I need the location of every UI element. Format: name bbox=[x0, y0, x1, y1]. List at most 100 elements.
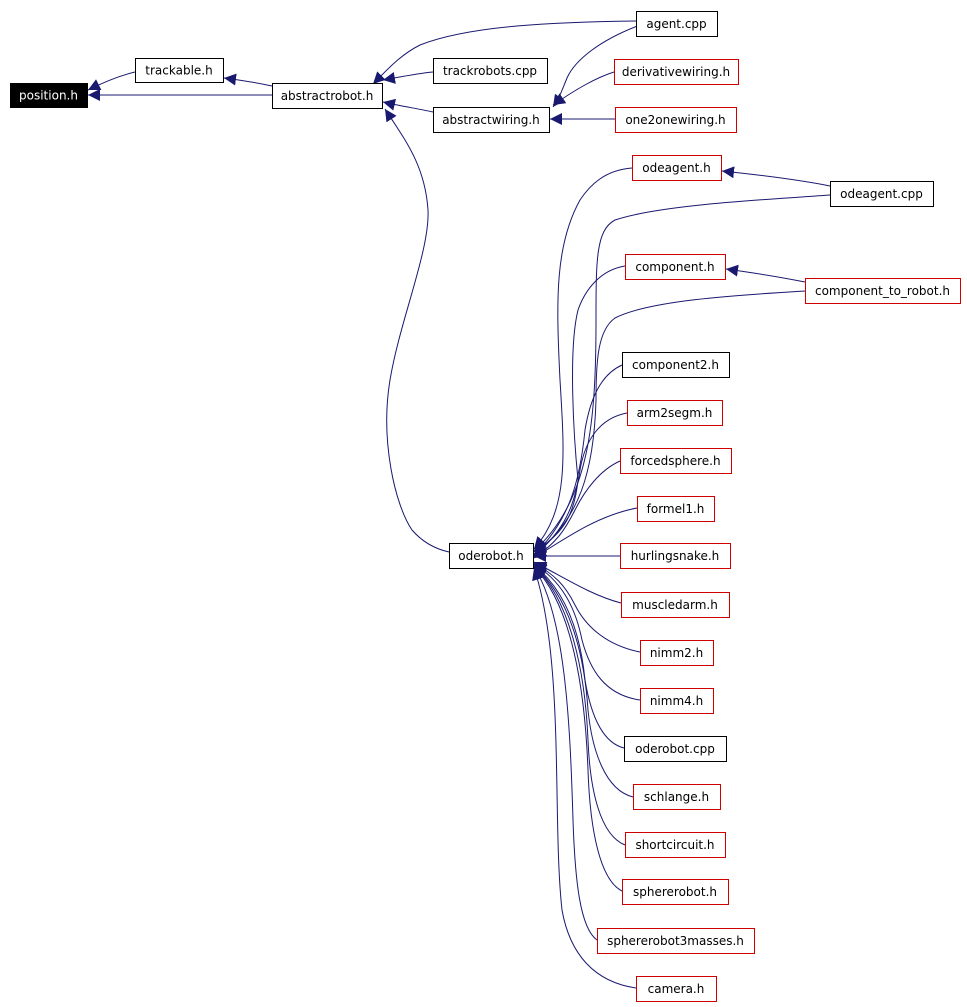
node-hurlingsnake_h[interactable]: hurlingsnake.h bbox=[620, 543, 731, 569]
node-box bbox=[10, 83, 88, 108]
node-shortcircuit_h[interactable]: shortcircuit.h bbox=[625, 832, 726, 858]
node-label: shortcircuit.h bbox=[635, 838, 714, 852]
edge-layer bbox=[87, 20, 831, 989]
edge-spherererobot_h-to-oderobot_h bbox=[533, 566, 623, 892]
edge-nimm2_h-to-oderobot_h bbox=[533, 562, 641, 653]
node-box bbox=[620, 448, 732, 474]
node-position_h[interactable]: position.h bbox=[10, 83, 88, 108]
node-nimm2_h[interactable]: nimm2.h bbox=[640, 640, 714, 666]
node-label: agent.cpp bbox=[646, 17, 706, 31]
node-box bbox=[621, 592, 730, 618]
node-box bbox=[622, 879, 729, 905]
node-box bbox=[614, 59, 739, 85]
node-label: muscledarm.h bbox=[632, 598, 718, 612]
node-trackable_h[interactable]: trackable.h bbox=[135, 58, 224, 83]
node-box bbox=[272, 83, 383, 109]
edge-derivativewiring_h-to-abstractwiring_h bbox=[552, 71, 615, 106]
node-label: derivativewiring.h bbox=[622, 65, 730, 79]
node-box bbox=[640, 688, 714, 714]
node-box bbox=[597, 928, 755, 954]
node-label: trackable.h bbox=[145, 64, 212, 78]
node-label: nimm2.h bbox=[650, 646, 703, 660]
node-forcedsphere_h[interactable]: forcedsphere.h bbox=[620, 448, 732, 474]
node-label: abstractrobot.h bbox=[281, 89, 374, 103]
node-odeagent_h[interactable]: odeagent.h bbox=[632, 155, 722, 181]
node-oderobot_h[interactable]: oderobot.h bbox=[449, 543, 534, 569]
node-muscledarm_h[interactable]: muscledarm.h bbox=[621, 592, 730, 618]
node-layer: position.h trackable.h abstractrobot.h agen… bbox=[10, 11, 961, 1002]
node-label: abstractwiring.h bbox=[442, 113, 540, 127]
node-abstractrobot_h[interactable]: abstractrobot.h bbox=[272, 83, 383, 109]
node-label: sphererobot.h bbox=[633, 885, 717, 899]
node-box bbox=[633, 784, 721, 810]
node-derivativewiring_h[interactable]: derivativewiring.h bbox=[614, 59, 739, 85]
node-box bbox=[622, 352, 730, 378]
node-label: oderobot.cpp bbox=[635, 742, 715, 756]
node-box bbox=[449, 543, 534, 569]
edge-oderobot_cpp-to-oderobot_h bbox=[533, 564, 625, 749]
edge-odeagent_h-to-oderobot_h bbox=[533, 167, 633, 550]
node-box bbox=[830, 181, 934, 207]
node-label: odeagent.cpp bbox=[840, 187, 923, 201]
node-sphererobot3masses_h[interactable]: sphererobot3masses.h bbox=[597, 928, 755, 954]
node-agent_cpp[interactable]: agent.cpp bbox=[636, 11, 718, 37]
edge-component2_h-to-oderobot_h bbox=[533, 364, 623, 556]
node-trackrobots_cpp[interactable]: trackrobots.cpp bbox=[433, 58, 548, 84]
node-odeagent_cpp[interactable]: odeagent.cpp bbox=[830, 181, 934, 207]
edge-abstractrobot_h-to-trackable_h bbox=[223, 73, 273, 87]
node-label: nimm4.h bbox=[650, 694, 703, 708]
node-label: arm2segm.h bbox=[637, 406, 713, 420]
node-box bbox=[433, 107, 550, 133]
edge-arm2segm_h-to-oderobot_h bbox=[533, 412, 628, 557]
node-label: position.h bbox=[19, 89, 78, 103]
node-formel1_h[interactable]: formel1.h bbox=[637, 496, 715, 522]
node-box bbox=[637, 496, 715, 522]
node-label: forcedsphere.h bbox=[630, 454, 720, 468]
node-oderobot_cpp[interactable]: oderobot.cpp bbox=[624, 736, 727, 762]
node-box bbox=[805, 278, 961, 304]
node-box bbox=[615, 107, 737, 133]
node-box bbox=[433, 58, 548, 84]
node-box bbox=[627, 400, 723, 426]
node-label: component.h bbox=[635, 260, 714, 274]
node-label: oderobot.h bbox=[458, 549, 523, 563]
node-component_to_robot_h[interactable]: component_to_robot.h bbox=[805, 278, 961, 304]
node-spherererobot_h[interactable]: sphererobot.h bbox=[622, 879, 729, 905]
node-label: trackrobots.cpp bbox=[443, 64, 537, 78]
node-box bbox=[636, 976, 717, 1002]
node-label: sphererobot3masses.h bbox=[607, 934, 744, 948]
edge-component_to_robot_h-to-oderobot_h bbox=[533, 290, 806, 555]
node-box bbox=[625, 832, 726, 858]
edge-nimm4_h-to-oderobot_h bbox=[533, 563, 641, 701]
edge-forcedsphere_h-to-oderobot_h bbox=[533, 460, 621, 558]
edge-schlange_h-to-oderobot_h bbox=[533, 565, 634, 798]
edge-camera_h-to-oderobot_h bbox=[532, 567, 637, 989]
node-camera_h[interactable]: camera.h bbox=[636, 976, 717, 1002]
node-label: hurlingsnake.h bbox=[631, 549, 720, 563]
node-box bbox=[620, 543, 731, 569]
node-component_h[interactable]: component.h bbox=[625, 254, 726, 280]
node-arm2segm_h[interactable]: arm2segm.h bbox=[627, 400, 723, 426]
edge-abstractwiring_h-to-abstractrobot_h bbox=[382, 98, 434, 113]
node-abstractwiring_h[interactable]: abstractwiring.h bbox=[433, 107, 550, 133]
node-one2onewiring_h[interactable]: one2onewiring.h bbox=[615, 107, 737, 133]
node-label: camera.h bbox=[648, 982, 705, 996]
node-box bbox=[632, 155, 722, 181]
node-component2_h[interactable]: component2.h bbox=[622, 352, 730, 378]
node-label: odeagent.h bbox=[642, 161, 710, 175]
edge-odeagent_cpp-to-oderobot_h bbox=[533, 194, 831, 552]
node-box bbox=[135, 58, 224, 83]
node-nimm4_h[interactable]: nimm4.h bbox=[640, 688, 714, 714]
edge-oderobot_h-to-abstractrobot_h bbox=[384, 108, 450, 553]
node-label: schlange.h bbox=[644, 790, 709, 804]
node-label: component_to_robot.h bbox=[815, 284, 950, 298]
node-label: one2onewiring.h bbox=[625, 113, 725, 127]
node-label: formel1.h bbox=[647, 502, 705, 516]
edge-component_h-to-oderobot_h bbox=[533, 265, 626, 553]
edge-agent_cpp-to-abstractrobot_h bbox=[372, 20, 637, 85]
node-box bbox=[625, 254, 726, 280]
node-label: component2.h bbox=[632, 358, 719, 372]
node-schlange_h[interactable]: schlange.h bbox=[633, 784, 721, 810]
edge-odeagent_cpp-to-odeagent_h bbox=[721, 166, 831, 187]
